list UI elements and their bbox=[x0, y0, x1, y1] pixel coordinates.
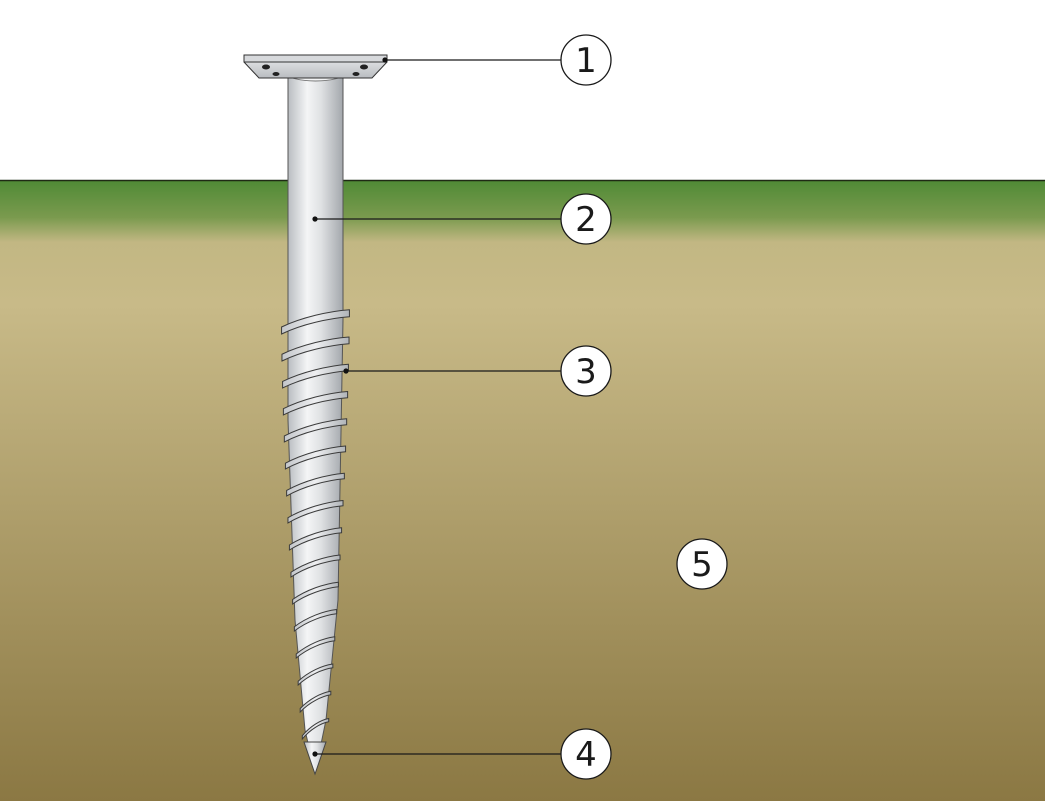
helix-turn bbox=[286, 472, 345, 497]
callout-4: 4 bbox=[560, 728, 612, 780]
helix-turn bbox=[301, 717, 330, 741]
mounting-plate bbox=[243, 54, 388, 79]
screw-tip bbox=[303, 741, 327, 776]
helix-turn bbox=[282, 390, 349, 416]
helix-turn bbox=[283, 418, 348, 443]
helix-turn bbox=[292, 581, 339, 605]
helix-turn bbox=[281, 336, 350, 362]
helix-turn bbox=[288, 527, 343, 551]
helix-turn bbox=[299, 690, 332, 714]
leader-dots bbox=[312, 57, 388, 757]
leader-lines bbox=[315, 59, 561, 755]
callout-label-3: 3 bbox=[575, 352, 597, 392]
callout-2: 2 bbox=[560, 193, 612, 245]
callout-1: 1 bbox=[560, 34, 612, 86]
helix-turn bbox=[293, 608, 338, 633]
helix-turn bbox=[290, 554, 341, 578]
helix-turn bbox=[287, 499, 344, 524]
callout-5: 5 bbox=[676, 538, 728, 590]
soil-area bbox=[0, 180, 1045, 801]
helix-turn bbox=[284, 445, 347, 470]
callout-label-4: 4 bbox=[575, 735, 597, 775]
callout-label-2: 2 bbox=[575, 200, 597, 240]
callout-3: 3 bbox=[560, 345, 612, 397]
callout-label-5: 5 bbox=[691, 545, 713, 585]
sky-area bbox=[0, 0, 1045, 181]
helix-turn bbox=[295, 636, 336, 660]
helix-turn bbox=[281, 309, 350, 335]
callout-label-1: 1 bbox=[575, 41, 597, 81]
helix-turn bbox=[297, 663, 334, 687]
